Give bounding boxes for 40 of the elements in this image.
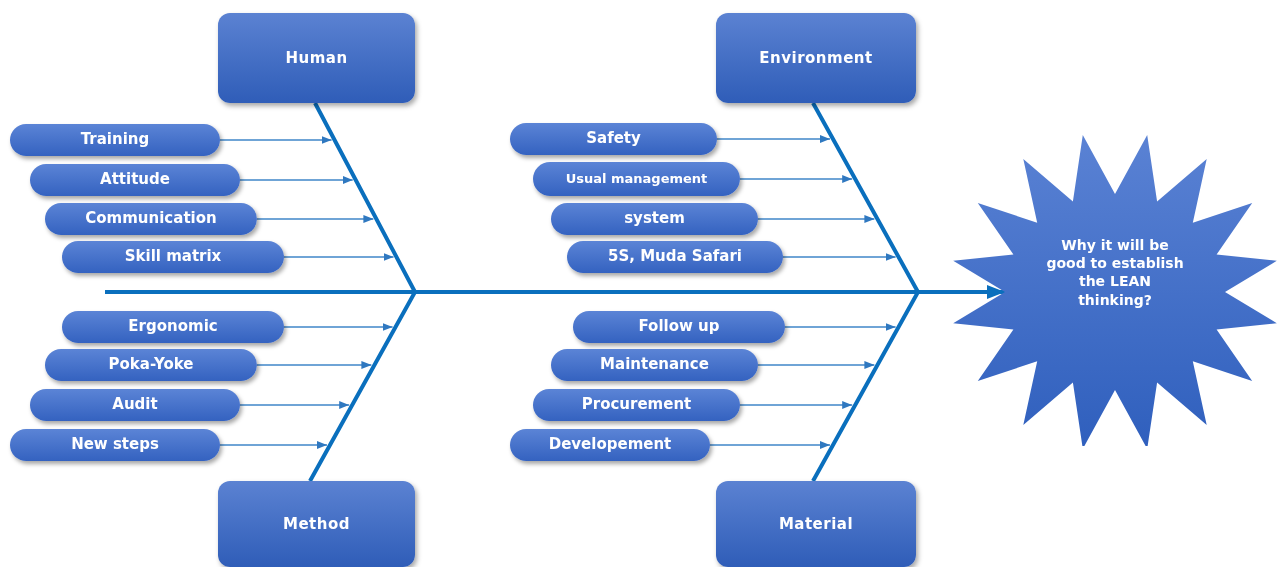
cause-pill: Training	[10, 124, 220, 156]
cause-pill: Audit	[30, 389, 240, 421]
arrow	[239, 401, 350, 409]
cause-pill: Maintenance	[551, 349, 758, 381]
arrow	[739, 401, 853, 409]
category-box: Material	[716, 481, 916, 567]
category-box: Human	[218, 13, 415, 103]
arrow	[757, 215, 876, 223]
arrow	[256, 361, 373, 369]
cause-pill: Safety	[510, 123, 717, 155]
spine-arrow	[105, 285, 1005, 299]
arrow	[283, 323, 394, 331]
cause-pill: Attitude	[30, 164, 240, 196]
category-box: Method	[218, 481, 415, 567]
cause-pill: Follow up	[573, 311, 785, 343]
arrow	[709, 441, 831, 449]
arrow	[739, 175, 853, 183]
arrow	[239, 176, 354, 184]
arrow	[784, 323, 897, 331]
cause-pill: Ergonomic	[62, 311, 284, 343]
arrow	[782, 253, 897, 261]
arrow	[256, 215, 375, 223]
arrow	[219, 441, 328, 449]
cause-pill: system	[551, 203, 758, 235]
arrow	[757, 361, 876, 369]
cause-pill: Poka-Yoke	[45, 349, 257, 381]
cause-pill: Developement	[510, 429, 710, 461]
fishbone-line	[308, 102, 418, 482]
arrow	[716, 135, 831, 143]
fishbone-line	[811, 102, 921, 482]
cause-pill: Communication	[45, 203, 257, 235]
arrow	[219, 136, 333, 144]
cause-pill: 5S, Muda Safari	[567, 241, 783, 273]
category-box: Environment	[716, 13, 916, 103]
cause-pill: New steps	[10, 429, 220, 461]
cause-pill: Skill matrix	[62, 241, 284, 273]
question-text: Why it will be good to establish the LEAN thinking?	[1045, 236, 1185, 309]
cause-pill: Usual management	[533, 162, 740, 196]
cause-pill: Procurement	[533, 389, 740, 421]
arrow	[283, 253, 395, 261]
